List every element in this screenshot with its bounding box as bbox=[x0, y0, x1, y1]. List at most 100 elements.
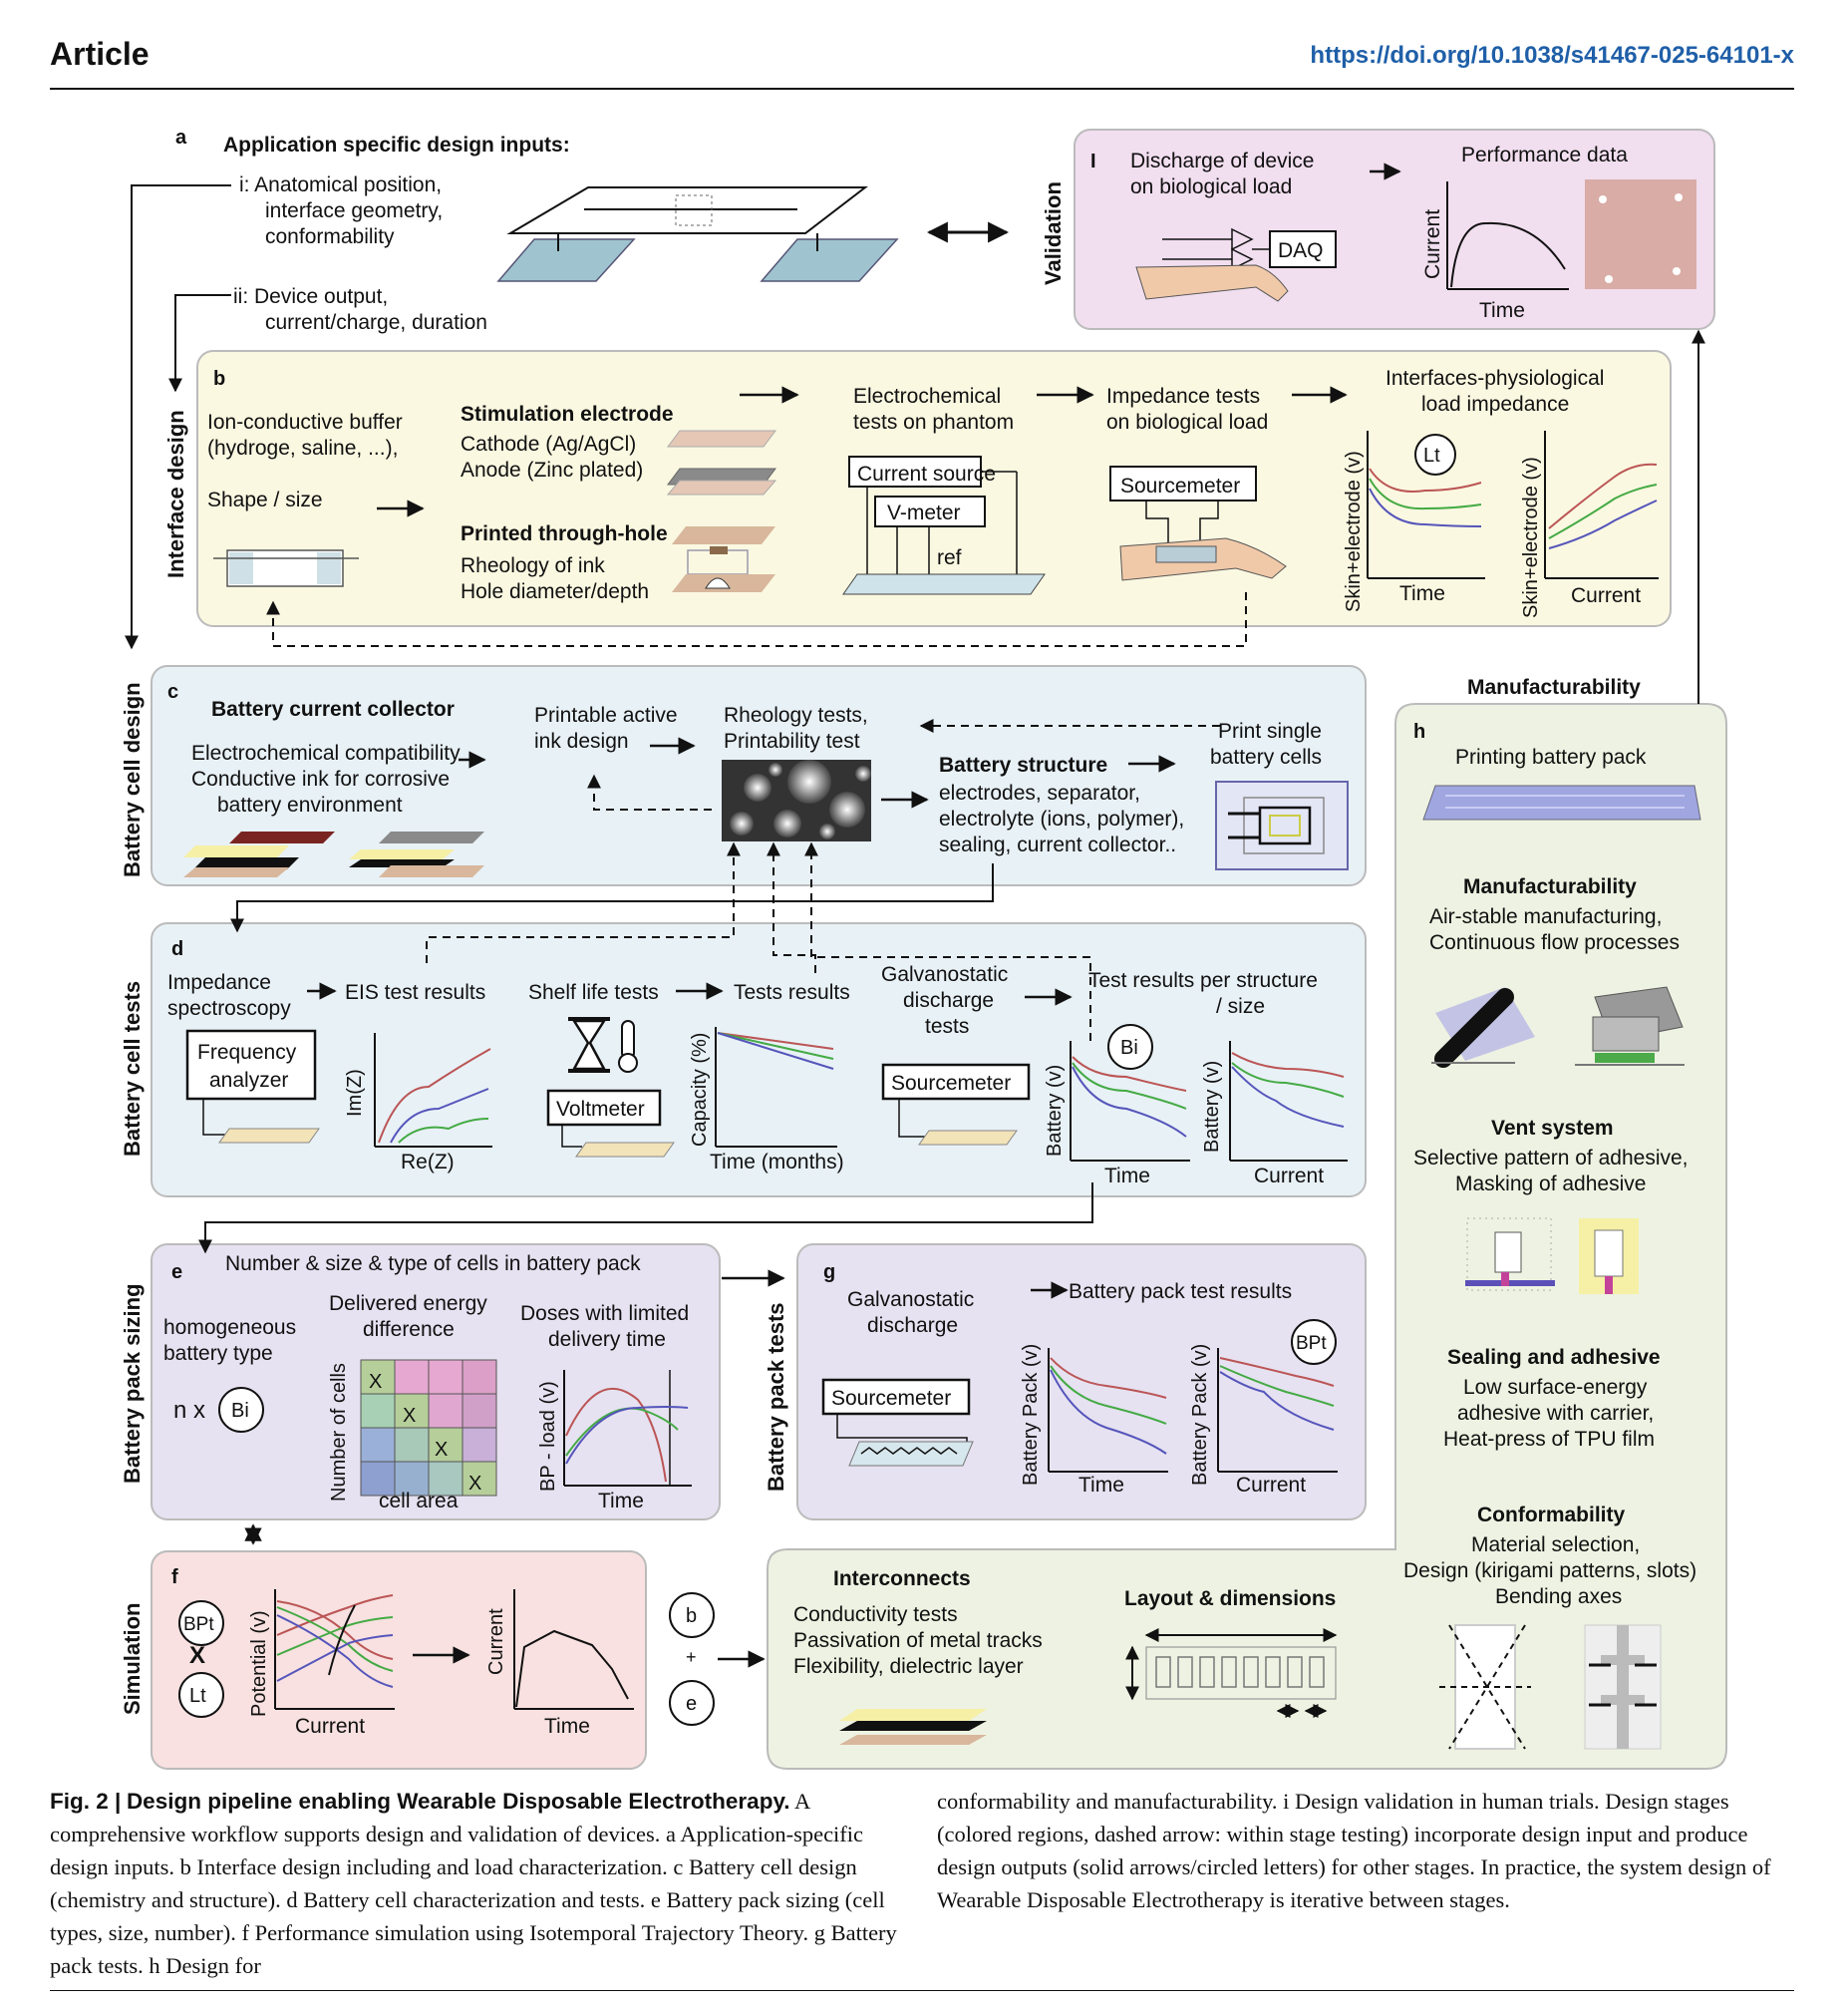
potential-chart: Potential (v) Current bbox=[248, 1589, 395, 1738]
g-sourcemeter-label: Sourcemeter bbox=[831, 1387, 951, 1410]
grid-cell bbox=[360, 1393, 396, 1429]
d-bi-label: Bi bbox=[1120, 1037, 1138, 1059]
f-time-label: Time bbox=[544, 1715, 590, 1738]
d-dashed-3 bbox=[804, 841, 1091, 1041]
phantom-wires bbox=[866, 471, 1018, 584]
g-chart-current: Battery Pack (v) Current bbox=[1189, 1344, 1338, 1497]
g-galv-1: Galvanostatic bbox=[847, 1288, 974, 1311]
panel-g-letter: g bbox=[823, 1261, 835, 1283]
echem-1: Electrochemical bbox=[853, 385, 1001, 408]
serpentine-segment bbox=[1265, 1656, 1281, 1688]
b-dashed-return bbox=[266, 592, 1247, 647]
galv-1: Galvanostatic bbox=[881, 963, 1008, 986]
manuf-2: Continuous flow processes bbox=[1429, 931, 1680, 954]
panel-h-bg bbox=[767, 703, 1727, 1770]
dose-chart: BP - load (v) Time bbox=[537, 1370, 692, 1512]
serpentine-segment bbox=[1221, 1656, 1237, 1688]
galv-3: tests bbox=[925, 1015, 969, 1038]
collector-2: Conductive ink for corrosive bbox=[191, 768, 450, 791]
galv-2: discharge bbox=[903, 989, 994, 1012]
bending-axes-sketch bbox=[1439, 1624, 1531, 1750]
kirigami-sketch bbox=[1584, 1624, 1662, 1750]
d-imped-2: spectroscopy bbox=[167, 997, 291, 1020]
d-dashed-1 bbox=[426, 841, 741, 963]
energy-grid bbox=[360, 1359, 497, 1497]
g-x2: Current bbox=[1236, 1474, 1306, 1497]
i-discharge-2: on biological load bbox=[1130, 175, 1292, 198]
bp-label: BP - load (v) bbox=[537, 1381, 559, 1492]
f-current-label: Current bbox=[295, 1715, 365, 1738]
pack-zigzag bbox=[860, 1447, 958, 1455]
voltmeter-label: Voltmeter bbox=[556, 1098, 645, 1121]
b-buffer-2: (hydroge, saline, ...), bbox=[207, 437, 398, 460]
arrow-a-to-b bbox=[168, 294, 231, 393]
active-2: ink design bbox=[534, 730, 629, 753]
collector-1: Electrochemical compatibility bbox=[191, 742, 461, 765]
grid-cell bbox=[394, 1427, 430, 1463]
panel-e-letter: e bbox=[171, 1261, 182, 1283]
f-x-label: X bbox=[189, 1642, 205, 1669]
serpentine-segment bbox=[1309, 1656, 1325, 1688]
freq-analyzer-box bbox=[185, 1029, 317, 1101]
imped-1: Impedance tests bbox=[1106, 385, 1260, 408]
panel-b-letter: b bbox=[213, 368, 225, 390]
active-1: Printable active bbox=[534, 704, 678, 727]
panel-d-letter: d bbox=[171, 938, 183, 960]
per-structure-1: Test results per structure bbox=[1088, 969, 1318, 992]
doses-1: Doses with limited bbox=[520, 1302, 689, 1325]
grid-x-3: X bbox=[435, 1439, 448, 1461]
validation-label: Validation bbox=[1041, 181, 1066, 285]
arm-icon bbox=[1135, 264, 1289, 302]
manuf-title: Manufacturability bbox=[1463, 875, 1637, 898]
interconnect-layers bbox=[839, 1709, 987, 1745]
i-discharge-1: Discharge of device bbox=[1130, 150, 1314, 172]
b-electrode-on-arm bbox=[1155, 545, 1217, 563]
grid-cell bbox=[462, 1359, 497, 1395]
b-shape: Shape / size bbox=[207, 489, 323, 511]
g-ylabel-1: Battery Pack (v) bbox=[1020, 1344, 1042, 1486]
d-imped-1: Impedance bbox=[167, 971, 271, 994]
panel-a-title: Application specific design inputs: bbox=[223, 134, 570, 157]
a-item-i-3: conformability bbox=[265, 225, 395, 248]
conf-1: Material selection, bbox=[1471, 1533, 1640, 1556]
d-cell-1 bbox=[218, 1128, 320, 1144]
e-bi-label: Bi bbox=[231, 1400, 249, 1422]
figure-diagram: a Application specific design inputs: i:… bbox=[120, 127, 1727, 1770]
through-hole-sketch bbox=[672, 526, 775, 592]
d-sourcemeter-wire bbox=[898, 1099, 925, 1138]
panel-i-letter: I bbox=[1090, 151, 1096, 172]
daq-box bbox=[1269, 230, 1337, 268]
g-chart-time: Battery Pack (v) Time bbox=[1020, 1344, 1168, 1497]
panel-c-letter: c bbox=[167, 681, 178, 703]
d-chart-time: Battery (v) Time bbox=[1044, 1041, 1190, 1187]
echem-2: tests on phantom bbox=[853, 411, 1014, 434]
grid-x-1: X bbox=[369, 1371, 382, 1393]
e-bi-circle bbox=[218, 1387, 264, 1433]
doi-link[interactable]: https://doi.org/10.1038/s41467-025-64101… bbox=[1310, 42, 1794, 69]
h-title: Manufacturability bbox=[1467, 676, 1641, 699]
grid-cell bbox=[360, 1359, 396, 1395]
i-ylabel: Current bbox=[1421, 209, 1444, 279]
inter-1: Conductivity tests bbox=[793, 1603, 958, 1626]
b-sourcemeter-box bbox=[1109, 466, 1257, 502]
b-chart-time: Skin+electrode (v) Time bbox=[1343, 431, 1485, 612]
anode-substrate bbox=[666, 480, 777, 496]
voltmeter-wire bbox=[561, 1125, 582, 1148]
micrograph-particles bbox=[730, 760, 871, 839]
e-title: Number & size & type of cells in battery… bbox=[225, 1252, 641, 1275]
g-ylabel-2: Battery Pack (v) bbox=[1189, 1344, 1211, 1486]
d-sourcemeter-box bbox=[881, 1063, 1031, 1101]
arrow-c-to-d bbox=[230, 863, 994, 933]
caption-fig-label: Fig. 2 | bbox=[50, 1789, 122, 1814]
battery-cell-sketch bbox=[1215, 781, 1349, 870]
conf-title: Conformability bbox=[1477, 1504, 1625, 1526]
d-x2: Current bbox=[1254, 1165, 1324, 1187]
d-chart-current: Battery (v) Current bbox=[1201, 1041, 1348, 1187]
g-wire bbox=[836, 1414, 968, 1444]
cathode-layer bbox=[667, 430, 776, 448]
per-structure-2: / size bbox=[1216, 995, 1265, 1018]
circuit-sketch bbox=[1162, 227, 1270, 271]
b-ylabel-1: Skin+electrode (v) bbox=[1343, 451, 1365, 612]
serpentine-segment bbox=[1199, 1656, 1215, 1688]
vent-title: Vent system bbox=[1491, 1117, 1614, 1140]
